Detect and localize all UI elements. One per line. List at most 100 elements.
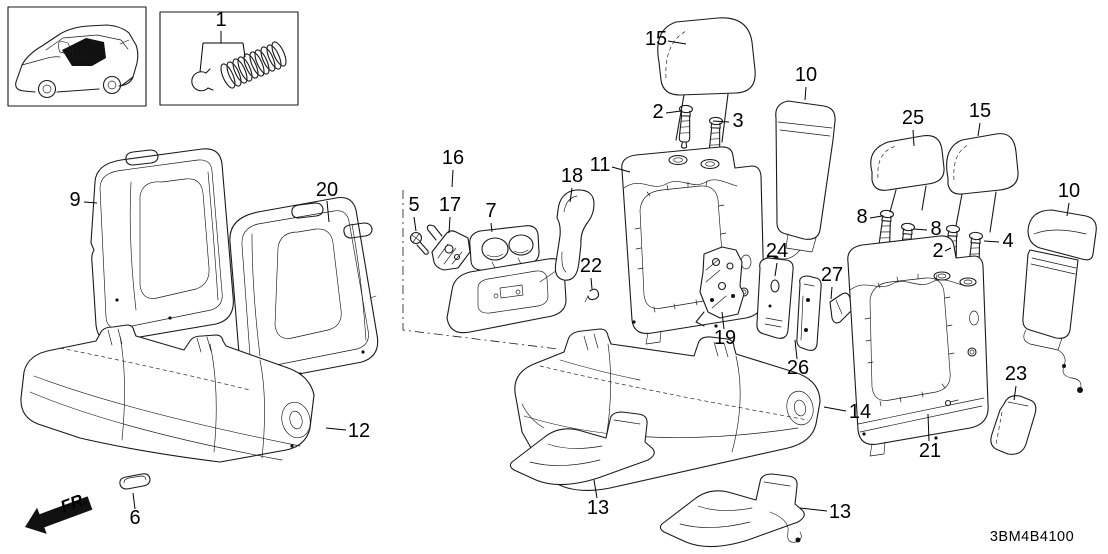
cushion-cover-13-left <box>509 411 655 486</box>
callout-leader-19 <box>721 311 725 330</box>
headrest-15-left <box>657 17 756 143</box>
callout-label-20: 20 <box>316 179 338 201</box>
callout-leader-26 <box>794 339 798 360</box>
seat-back-pad-21 <box>847 235 989 457</box>
callout-leader-13 <box>593 479 598 499</box>
callout-label-19: 19 <box>714 327 736 349</box>
fr-direction-indicator: FR. <box>25 489 93 534</box>
callout-leader-15 <box>667 40 687 45</box>
callout-leader-15 <box>977 122 981 137</box>
callout-label-24: 24 <box>766 240 788 262</box>
callout-label-22: 22 <box>580 255 602 277</box>
screw-5 <box>409 231 429 255</box>
callout-label-23: 23 <box>1005 363 1027 385</box>
back-panel-10-right <box>1022 209 1097 393</box>
cup-holder-7 <box>469 225 540 271</box>
callout-label-16: 16 <box>442 147 464 169</box>
callout-leader-1 <box>242 42 246 58</box>
callout-leader-20 <box>326 200 330 223</box>
callout-label-14: 14 <box>849 401 871 423</box>
callout-label-17: 17 <box>439 194 461 216</box>
armrest-assembly-16 <box>402 190 567 350</box>
callout-leader-25 <box>912 129 915 147</box>
inset-frame <box>7 6 147 107</box>
part-1-inset <box>159 11 299 106</box>
callout-leader-5 <box>413 216 417 232</box>
callout-label-25: 25 <box>902 107 924 129</box>
callout-leader-13 <box>799 507 828 512</box>
cover-plate-24 <box>756 257 794 339</box>
callout-label-27: 27 <box>821 264 843 286</box>
callout-leader-2 <box>665 110 682 114</box>
callout-leader-11 <box>611 166 631 173</box>
callout-leader-4 <box>983 240 1000 243</box>
fr-label: FR. <box>58 489 90 517</box>
vehicle-illustration <box>15 24 139 99</box>
callout-label-15: 15 <box>645 28 667 50</box>
callout-leader-1 <box>199 42 204 73</box>
cable-hook-22 <box>584 288 600 303</box>
highlighted-rear-seat-area <box>62 38 106 66</box>
callout-leader-8 <box>869 215 883 219</box>
inset-frame <box>159 11 299 106</box>
callout-leader-17 <box>448 216 451 234</box>
bracket-cover-27 <box>829 292 853 324</box>
callout-label-13: 13 <box>587 497 609 519</box>
callout-label-21: 21 <box>919 440 941 462</box>
callout-label-9: 9 <box>69 189 80 211</box>
latch-plate-19 <box>695 246 745 327</box>
callout-label-3: 3 <box>732 110 743 132</box>
cushion-cap-6 <box>119 473 151 490</box>
seat-back-assembly-11 <box>621 146 765 345</box>
callout-label-7: 7 <box>485 200 496 222</box>
callout-leader-7 <box>490 222 493 233</box>
callout-label-26: 26 <box>787 357 809 379</box>
seat-back-cover-center-20 <box>229 196 379 383</box>
callout-label-4: 4 <box>1002 230 1013 252</box>
callout-label-10: 10 <box>1058 180 1080 202</box>
callout-label-15: 15 <box>969 100 991 122</box>
headrest-15-right <box>946 133 1019 233</box>
callout-label-13: 13 <box>829 501 851 523</box>
callout-leader-22 <box>590 277 593 290</box>
assembly-boundary-line <box>402 190 559 350</box>
side-pad-23 <box>990 395 1037 455</box>
callout-label-10: 10 <box>795 64 817 86</box>
callout-leader-12 <box>325 427 347 431</box>
callout-label-8: 8 <box>856 206 867 228</box>
fr-arrow-icon <box>25 496 93 534</box>
cushion-cover-13-right <box>659 473 805 548</box>
callout-leader-2 <box>944 247 952 252</box>
callout-leader-21 <box>927 413 930 442</box>
callout-leader-8 <box>913 228 928 231</box>
coil-spring <box>220 41 287 89</box>
diagram-part-code: 3BM4B4100 <box>990 529 1074 545</box>
seat-back-cover-left-9 <box>90 148 234 342</box>
side-cover-26 <box>796 275 822 351</box>
vehicle-location-inset <box>7 6 147 107</box>
callout-leader-9 <box>83 201 98 204</box>
callout-label-11: 11 <box>590 154 611 176</box>
callout-label-5: 5 <box>408 194 419 216</box>
armrest-lid <box>446 258 567 334</box>
seat-cushion-trim-12 <box>20 324 315 490</box>
callout-label-12: 12 <box>348 420 370 442</box>
side-trim-18 <box>554 189 595 281</box>
callout-label-1: 1 <box>215 9 226 31</box>
callout-leader-3 <box>712 120 730 123</box>
callout-leader-10 <box>1066 202 1070 217</box>
callout-label-2: 2 <box>932 240 943 262</box>
callout-leader-27 <box>830 286 833 300</box>
callout-leader-10 <box>804 86 807 101</box>
callout-leader-24 <box>774 262 778 277</box>
callout-leader-16 <box>451 169 454 188</box>
callout-leader-14 <box>823 406 847 412</box>
callout-label-6: 6 <box>129 507 140 529</box>
callout-label-18: 18 <box>561 165 583 187</box>
callout-leader-6 <box>132 492 136 510</box>
callout-label-2: 2 <box>652 101 663 123</box>
callout-label-8: 8 <box>930 218 941 240</box>
callout-leader-18 <box>569 187 573 203</box>
